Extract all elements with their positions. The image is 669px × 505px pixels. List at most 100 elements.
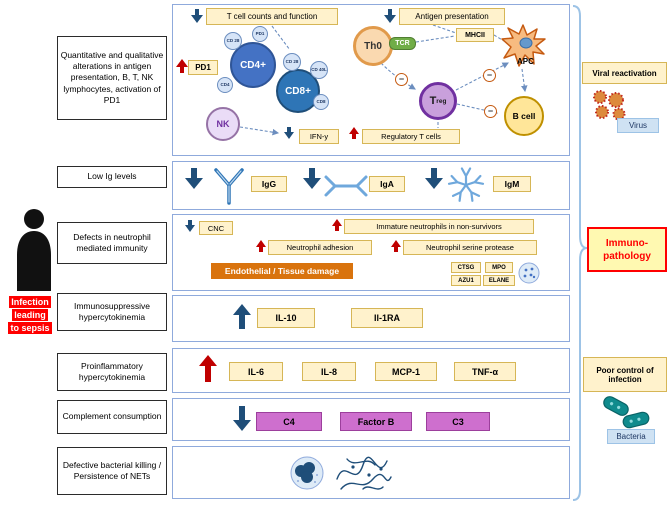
label-text: Complement consumption: [62, 411, 162, 422]
bacteria-label: Bacteria: [607, 429, 655, 444]
gene-text: MPO: [492, 264, 506, 271]
inhibition-icon: −: [484, 105, 497, 118]
nk-label: NK: [216, 119, 230, 129]
apc-label: APC: [517, 57, 534, 66]
virus-icons: [593, 90, 626, 121]
neutrophil-icon: [290, 456, 324, 490]
t-cell-counts-text: T cell counts and function: [226, 12, 318, 21]
bacteria-icons: [603, 396, 650, 429]
tnf-alpha-box: TNF-α: [454, 362, 516, 381]
immunopathology-line: Immuno-: [605, 237, 649, 249]
treg-subscript: reg: [436, 97, 447, 105]
cd28-marker: CD 28: [224, 32, 242, 50]
il1ra-box: Il-1RA: [351, 308, 423, 328]
virus-text: Virus: [628, 121, 648, 130]
minus-sign: −: [487, 106, 494, 116]
minus-sign: −: [486, 70, 493, 80]
neutrophil-cell-icon: [518, 262, 540, 284]
b-cell: B cell: [504, 96, 544, 136]
th0-label: Th0: [364, 40, 382, 52]
label-text: Proinflammatory hypercytokinemia: [78, 360, 146, 382]
pd1-marker: PD1: [252, 26, 268, 42]
cnc-box: CNC: [199, 221, 233, 235]
mcp1-box: MCP-1: [375, 362, 437, 381]
label-immunosuppressive: Immunosuppressive hypercytokinemia: [57, 293, 167, 331]
cd4-t-cell: CD4+: [230, 42, 276, 88]
label-text: Immunosuppressive hypercytokinemia: [73, 300, 151, 322]
cd28-text: CD 28: [226, 37, 240, 43]
poor-control-box: Poor control of infection: [583, 357, 667, 392]
serine-protease-box: Neutrophil serine protease: [403, 240, 537, 255]
cd8-label: CD8+: [285, 85, 311, 97]
viral-reactivation-box: Viral reactivation: [582, 62, 667, 84]
label-proinflammatory: Proinflammatory hypercytokinemia: [57, 353, 167, 391]
endothelial-damage-text: Endothelial / Tissue damage: [224, 266, 340, 276]
mhcii-box: MHCII: [456, 28, 494, 42]
mcp1-text: MCP-1: [391, 366, 420, 377]
c4-box: C4: [256, 412, 322, 431]
cd40l-marker: CD 40L: [310, 61, 328, 79]
immunopathology-line: pathology: [603, 250, 651, 262]
iga-text: IgA: [380, 179, 394, 189]
tcr-text: TCR: [395, 40, 410, 47]
increase-arrow-icon: [332, 219, 342, 231]
igm-box: IgM: [493, 176, 531, 192]
apc-cell-icon: [501, 24, 546, 67]
label-low-ig: Low Ig levels: [57, 166, 167, 188]
increase-arrow-icon: [391, 240, 401, 252]
mpo-box: MPO: [485, 262, 513, 273]
label-text: Quantitative and qualitative alterations…: [60, 50, 164, 105]
label-text: Defective bacterial killing / Persistenc…: [62, 459, 162, 481]
b-cell-label: B cell: [512, 111, 536, 121]
igg-text: IgG: [261, 179, 277, 189]
cd4-label: CD4+: [240, 59, 266, 71]
increase-arrow-icon: [176, 59, 188, 73]
inhibition-icon: −: [395, 73, 408, 86]
neutrophil-adhesion-box: Neutrophil adhesion: [268, 240, 372, 255]
c3-box: C3: [426, 412, 490, 431]
cd28-text: CD 28: [285, 58, 299, 64]
il6-box: IL-6: [229, 362, 283, 381]
inhibition-icon: −: [483, 69, 496, 82]
cnc-text: CNC: [207, 223, 225, 233]
mhcii-text: MHCII: [465, 31, 485, 39]
apc-text: APC: [517, 57, 534, 66]
treg-label: T: [429, 95, 437, 107]
igm-antibody-icon: [447, 167, 485, 202]
igg-antibody-icon: [214, 168, 244, 205]
section-immunosuppressive: IL-10 Il-1RA: [172, 295, 570, 342]
decrease-arrow-icon: [185, 220, 195, 232]
decrease-arrow-icon: [425, 168, 443, 189]
antigen-presentation-box: Antigen presentation: [399, 8, 505, 25]
tnf-alpha-text: TNF-α: [471, 366, 499, 377]
label-lymphocyte-alterations: Quantitative and qualitative alterations…: [57, 36, 167, 120]
cd4-small-text: CD4: [220, 81, 230, 87]
il1ra-text: Il-1RA: [373, 313, 400, 323]
infection-line: leading: [12, 309, 48, 322]
immunopathology-box: Immuno- pathology: [587, 227, 667, 272]
il10-box: IL-10: [257, 308, 315, 328]
regulatory-t-cells-text: Regulatory T cells: [381, 132, 441, 141]
cd40l-text: CD 40L: [311, 66, 327, 72]
igg-box: IgG: [251, 176, 287, 192]
ctsg-box: CTSG: [451, 262, 481, 273]
virus-label: Virus: [617, 118, 659, 133]
decrease-arrow-icon: [185, 168, 203, 189]
azu1-box: AZU1: [451, 275, 481, 286]
poor-control-text: Poor control of infection: [596, 365, 654, 384]
cd28-marker: CD 28: [283, 53, 301, 71]
cd4-marker: CD4: [217, 77, 233, 93]
infection-line: to sepsis: [8, 322, 52, 335]
gene-text: ELANE: [488, 277, 510, 284]
il8-text: IL-8: [320, 366, 337, 377]
section-complement: C4 Factor B C3: [172, 398, 570, 441]
label-neutrophil-defects: Defects in neutrophil mediated immunity: [57, 222, 167, 264]
section-proinflammatory: IL-6 IL-8 MCP-1 TNF-α: [172, 348, 570, 393]
immature-neutrophils-box: Immature neutrophils in non-survivors: [344, 219, 534, 234]
cd8-marker: CD8: [313, 94, 329, 110]
regulatory-t-cells-box: Regulatory T cells: [362, 129, 460, 144]
il8-box: IL-8: [302, 362, 356, 381]
gene-text: AZU1: [458, 277, 474, 284]
section-neutrophil-defects: CNC Immature neutrophils in non-survivor…: [172, 214, 570, 291]
decrease-arrow-icon: [384, 9, 396, 23]
